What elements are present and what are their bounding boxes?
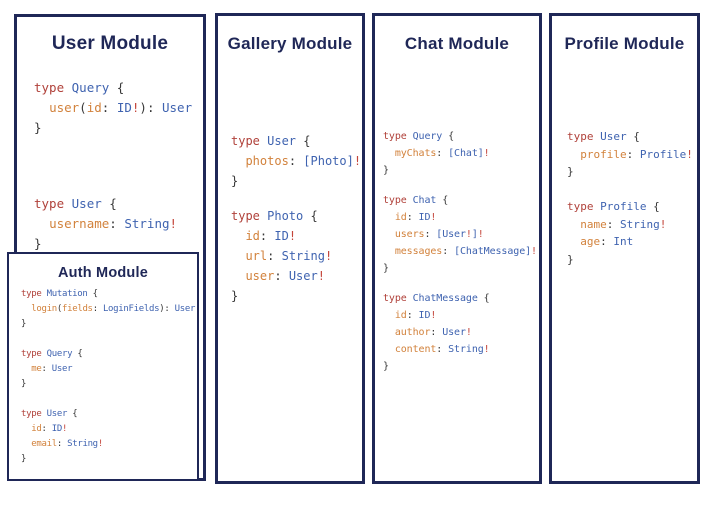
profile-user-code: type User { profile: Profile!} xyxy=(567,130,693,178)
chat-query-code: type Query { myChats: [Chat]!} xyxy=(383,131,490,176)
gallery-module-panel: Gallery Module type User { photos: [Phot… xyxy=(215,13,365,484)
gallery-photo-code: type Photo { id: ID! url: String! user: … xyxy=(231,209,333,303)
auth-schema-code: type Mutation { login(fields: LoginField… xyxy=(21,289,196,464)
chat-chatmessage-code: type ChatMessage { id: ID! author: User!… xyxy=(383,293,490,372)
user-query-code: type Query { user(id: ID!): User} xyxy=(34,80,193,135)
gallery-module-title: Gallery Module xyxy=(227,34,353,53)
profile-module-panel: Profile Module type User { profile: Prof… xyxy=(549,13,700,484)
profile-profile-code: type Profile { name: String! age: Int} xyxy=(567,200,667,266)
profile-module-title: Profile Module xyxy=(564,34,685,53)
chat-module-panel: Chat Module type Query { myChats: [Chat]… xyxy=(372,13,542,484)
gallery-user-code: type User { photos: [Photo]!} xyxy=(231,134,362,188)
auth-module-panel: Auth Module type Mutation { login(fields… xyxy=(7,252,199,481)
chat-chat-code: type Chat { id: ID! users: [User!]! mess… xyxy=(383,195,537,274)
auth-module-title: Auth Module xyxy=(58,265,148,281)
user-module-title: User Module xyxy=(51,33,169,54)
user-type-code: type User { username: String!} xyxy=(34,196,178,251)
chat-module-title: Chat Module xyxy=(404,34,510,53)
